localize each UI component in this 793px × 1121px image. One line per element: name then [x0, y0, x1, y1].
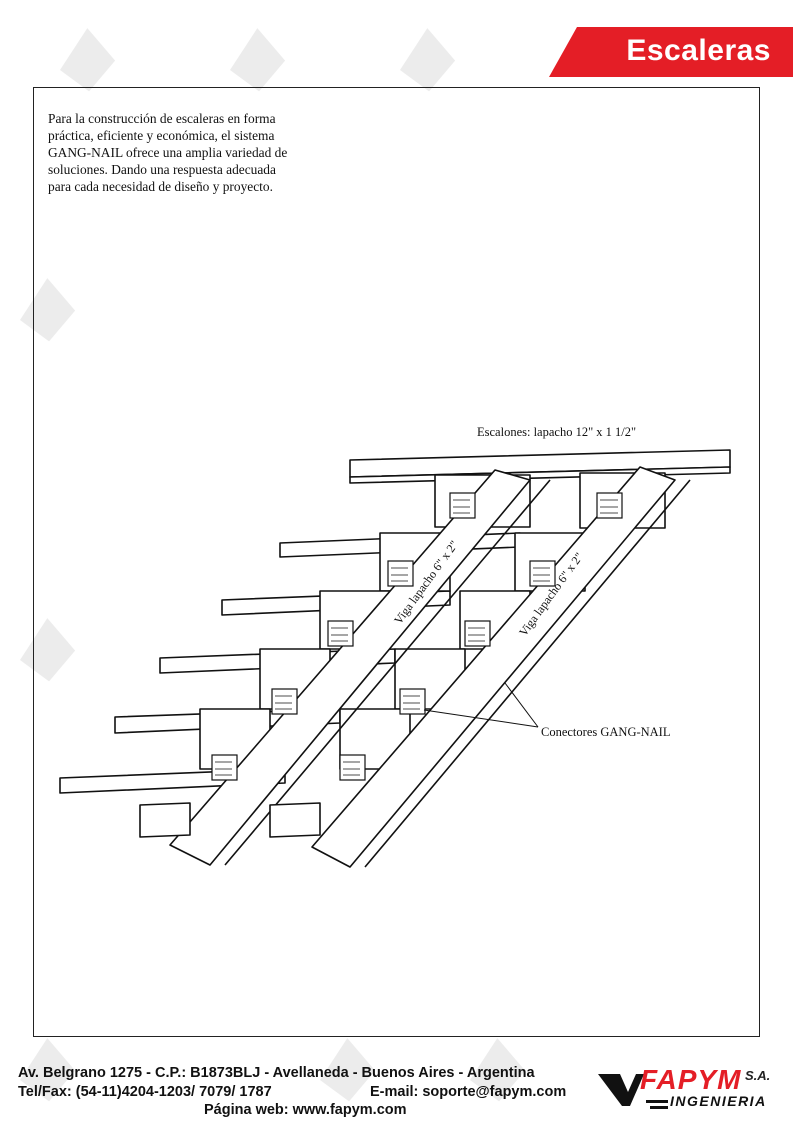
intro-paragraph: Para la construcción de escaleras en for…	[48, 110, 348, 195]
footer-web[interactable]: Página web: www.fapym.com	[204, 1102, 407, 1118]
stringer-left	[169, 469, 531, 866]
logo-name: FAPYM	[640, 1064, 742, 1095]
fapym-logo-icon	[598, 1074, 668, 1109]
stair-diagram: Viga lapacho 6" x 2" Viga lapacho 6" x 2…	[59, 449, 731, 868]
footer-phone: Tel/Fax: (54-11)4204-1203/ 7079/ 1787	[18, 1084, 272, 1100]
content-frame	[33, 87, 760, 1037]
connectors-label: Conectores GANG-NAIL	[541, 725, 671, 739]
treads-label: Escalones: lapacho 12" x 1 1/2"	[477, 425, 637, 439]
logo-suffix: S.A.	[745, 1068, 771, 1083]
intro-line: soluciones. Dando una respuesta adecuada	[48, 162, 276, 177]
intro-line: Para la construcción de escaleras en for…	[48, 111, 276, 126]
header-tab	[549, 27, 793, 77]
footer-address: Av. Belgrano 1275 - C.P.: B1873BLJ - Ave…	[18, 1065, 535, 1081]
intro-line: práctica, eficiente y económica, el sist…	[48, 128, 275, 143]
footer-email[interactable]: E-mail: soporte@fapym.com	[370, 1084, 567, 1100]
intro-line: GANG-NAIL ofrece una amplia variedad de	[48, 145, 288, 160]
intro-line: para cada necesidad de diseño y proyecto…	[48, 179, 273, 194]
page-title: Escaleras	[626, 34, 771, 67]
logo-subtitle: INGENIERIA	[670, 1093, 767, 1109]
tread-top	[349, 449, 731, 484]
stringer-right	[311, 466, 676, 868]
